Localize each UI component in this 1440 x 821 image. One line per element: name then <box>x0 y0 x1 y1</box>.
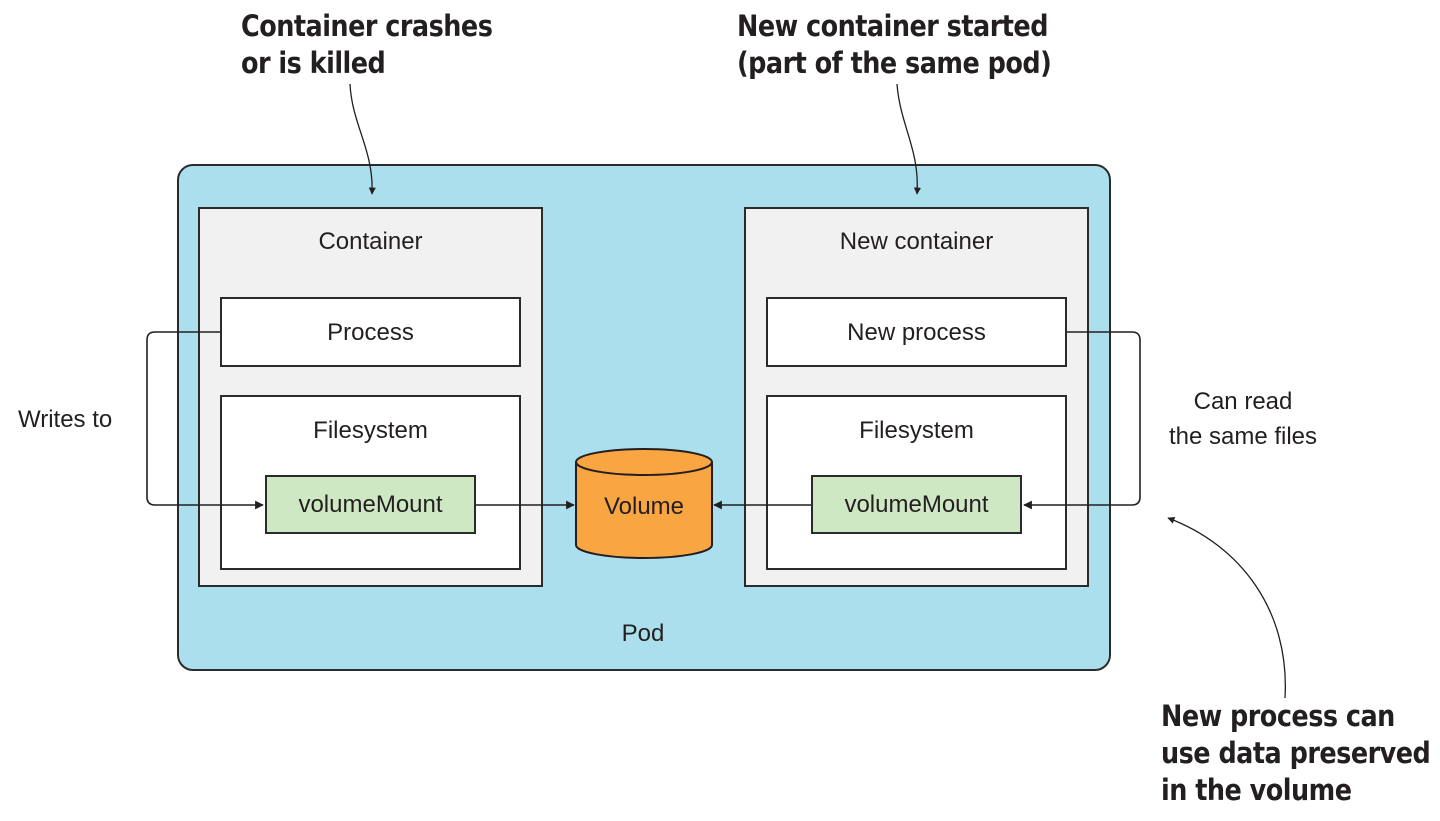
new-container-callout-arrow <box>896 83 922 195</box>
preserved-callout-line3: in the volume <box>1161 773 1352 807</box>
volume-cylinder <box>575 448 713 559</box>
new-process-box <box>766 297 1067 367</box>
crash-callout-line1: Container crashes <box>241 9 493 43</box>
writes-to-line <box>146 331 264 510</box>
writes-to-label: Writes to <box>18 406 113 433</box>
crash-callout-arrow <box>349 83 376 195</box>
container-title: Container <box>318 228 423 255</box>
preserved-callout: New process can use data preserved in th… <box>1161 698 1431 809</box>
new-container-callout: New container started (part of the same … <box>737 8 1052 82</box>
preserved-callout-line2: use data preserved <box>1161 736 1431 770</box>
can-read-label-line2: the same files <box>1168 423 1318 450</box>
process-label: Process <box>327 319 414 346</box>
new-volume-mount-box <box>811 475 1022 534</box>
preserved-callout-arrow <box>1167 516 1286 699</box>
volume-label: Volume <box>603 493 685 520</box>
new-volume-mount-label: volumeMount <box>844 491 989 518</box>
new-container-callout-line2: (part of the same pod) <box>737 46 1052 80</box>
crash-callout: Container crashes or is killed <box>241 8 493 82</box>
volume-mount-label: volumeMount <box>298 491 443 518</box>
pod-label: Pod <box>621 620 665 647</box>
filesystem-label: Filesystem <box>313 417 428 444</box>
new-container-title: New container <box>839 228 994 255</box>
new-container-callout-line1: New container started <box>737 9 1048 43</box>
new-process-label: New process <box>847 319 986 346</box>
crash-callout-line2: or is killed <box>241 46 386 80</box>
process-box <box>220 297 521 367</box>
new-filesystem-label: Filesystem <box>859 417 974 444</box>
can-read-label-line1: Can read <box>1193 388 1293 415</box>
volume-mount-box <box>265 475 476 534</box>
preserved-callout-line1: New process can <box>1161 699 1395 733</box>
can-read-line <box>1023 331 1141 510</box>
